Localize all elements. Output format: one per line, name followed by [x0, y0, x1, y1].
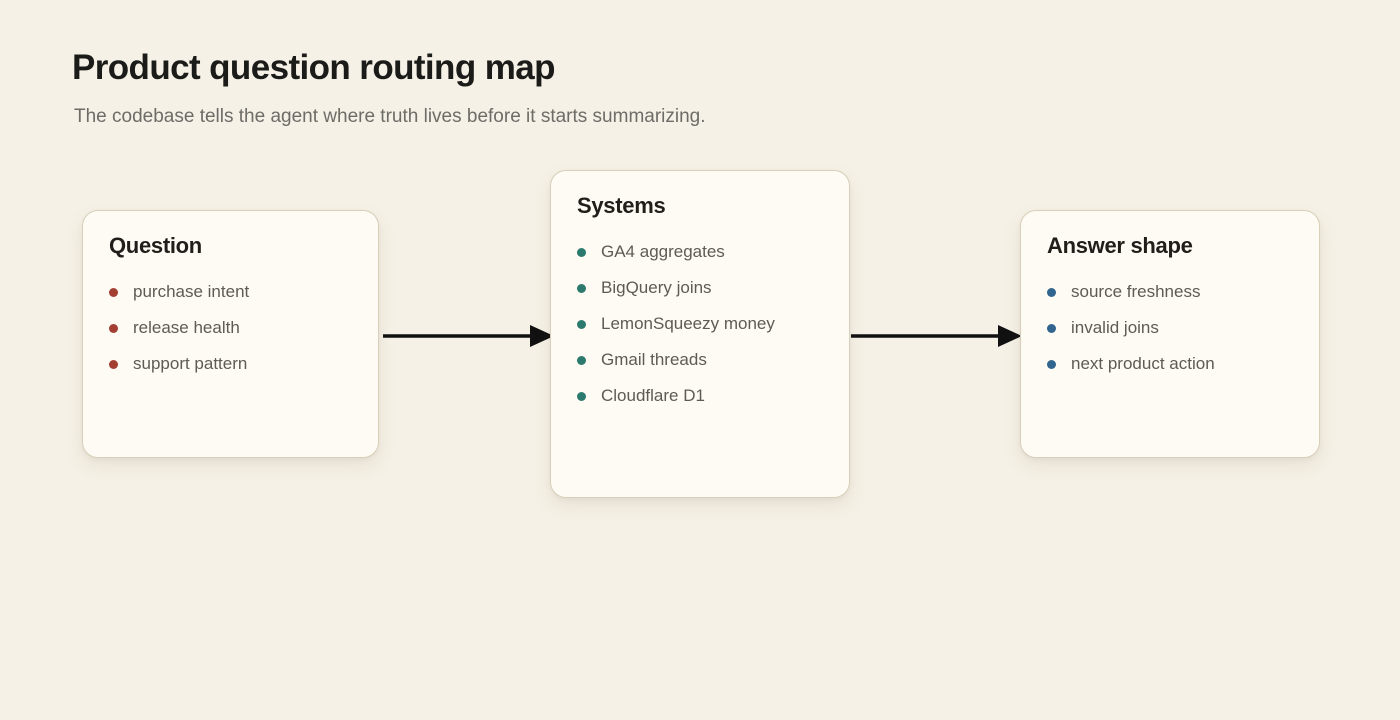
list-item: invalid joins	[1047, 310, 1293, 346]
list-item-label: next product action	[1071, 354, 1215, 374]
arrow-question-to-systems	[383, 325, 554, 347]
bullet-dot	[577, 247, 586, 257]
page-title: Product question routing map	[72, 48, 556, 87]
bullet-dot	[109, 359, 118, 369]
list-item: support pattern	[109, 346, 352, 382]
list-item-label: purchase intent	[133, 282, 250, 302]
list-item: GA4 aggregates	[577, 234, 823, 270]
list-item: LemonSqueezy money	[577, 306, 823, 342]
bullet-dot	[577, 319, 586, 329]
list-item-label: source freshness	[1071, 282, 1201, 302]
card-systems: Systems GA4 aggregates BigQuery joins Le…	[550, 170, 850, 498]
list-item-label: LemonSqueezy money	[601, 314, 775, 334]
list-item: BigQuery joins	[577, 270, 823, 306]
list-item: Gmail threads	[577, 342, 823, 378]
card-answer-shape-title: Answer shape	[1047, 233, 1193, 258]
list-item: release health	[109, 310, 352, 346]
list-item-label: Cloudflare D1	[601, 386, 705, 406]
list-item: purchase intent	[109, 274, 352, 310]
card-answer-shape: Answer shape source freshness invalid jo…	[1020, 210, 1320, 458]
list-item-label: invalid joins	[1071, 318, 1159, 338]
card-question-list: purchase intent release health support p…	[109, 274, 352, 382]
bullet-dot	[1047, 359, 1056, 369]
list-item-label: support pattern	[133, 354, 248, 374]
bullet-dot	[1047, 287, 1056, 297]
list-item-label: Gmail threads	[601, 350, 707, 370]
list-item-label: release health	[133, 318, 240, 338]
list-item: Cloudflare D1	[577, 378, 823, 414]
bullet-dot	[109, 287, 118, 297]
list-item-label: BigQuery joins	[601, 278, 712, 298]
list-item-label: GA4 aggregates	[601, 242, 725, 262]
arrow-systems-to-answer	[851, 325, 1022, 347]
page-subtitle: The codebase tells the agent where truth…	[74, 106, 706, 127]
bullet-dot	[577, 283, 586, 293]
card-question-title: Question	[109, 233, 202, 258]
list-item: next product action	[1047, 346, 1293, 382]
card-systems-list: GA4 aggregates BigQuery joins LemonSquee…	[577, 234, 823, 414]
card-answer-shape-list: source freshness invalid joins next prod…	[1047, 274, 1293, 382]
bullet-dot	[109, 323, 118, 333]
card-systems-title: Systems	[577, 193, 666, 218]
bullet-dot	[577, 355, 586, 365]
bullet-dot	[1047, 323, 1056, 333]
list-item: source freshness	[1047, 274, 1293, 310]
card-question: Question purchase intent release health …	[82, 210, 379, 458]
bullet-dot	[577, 391, 586, 401]
